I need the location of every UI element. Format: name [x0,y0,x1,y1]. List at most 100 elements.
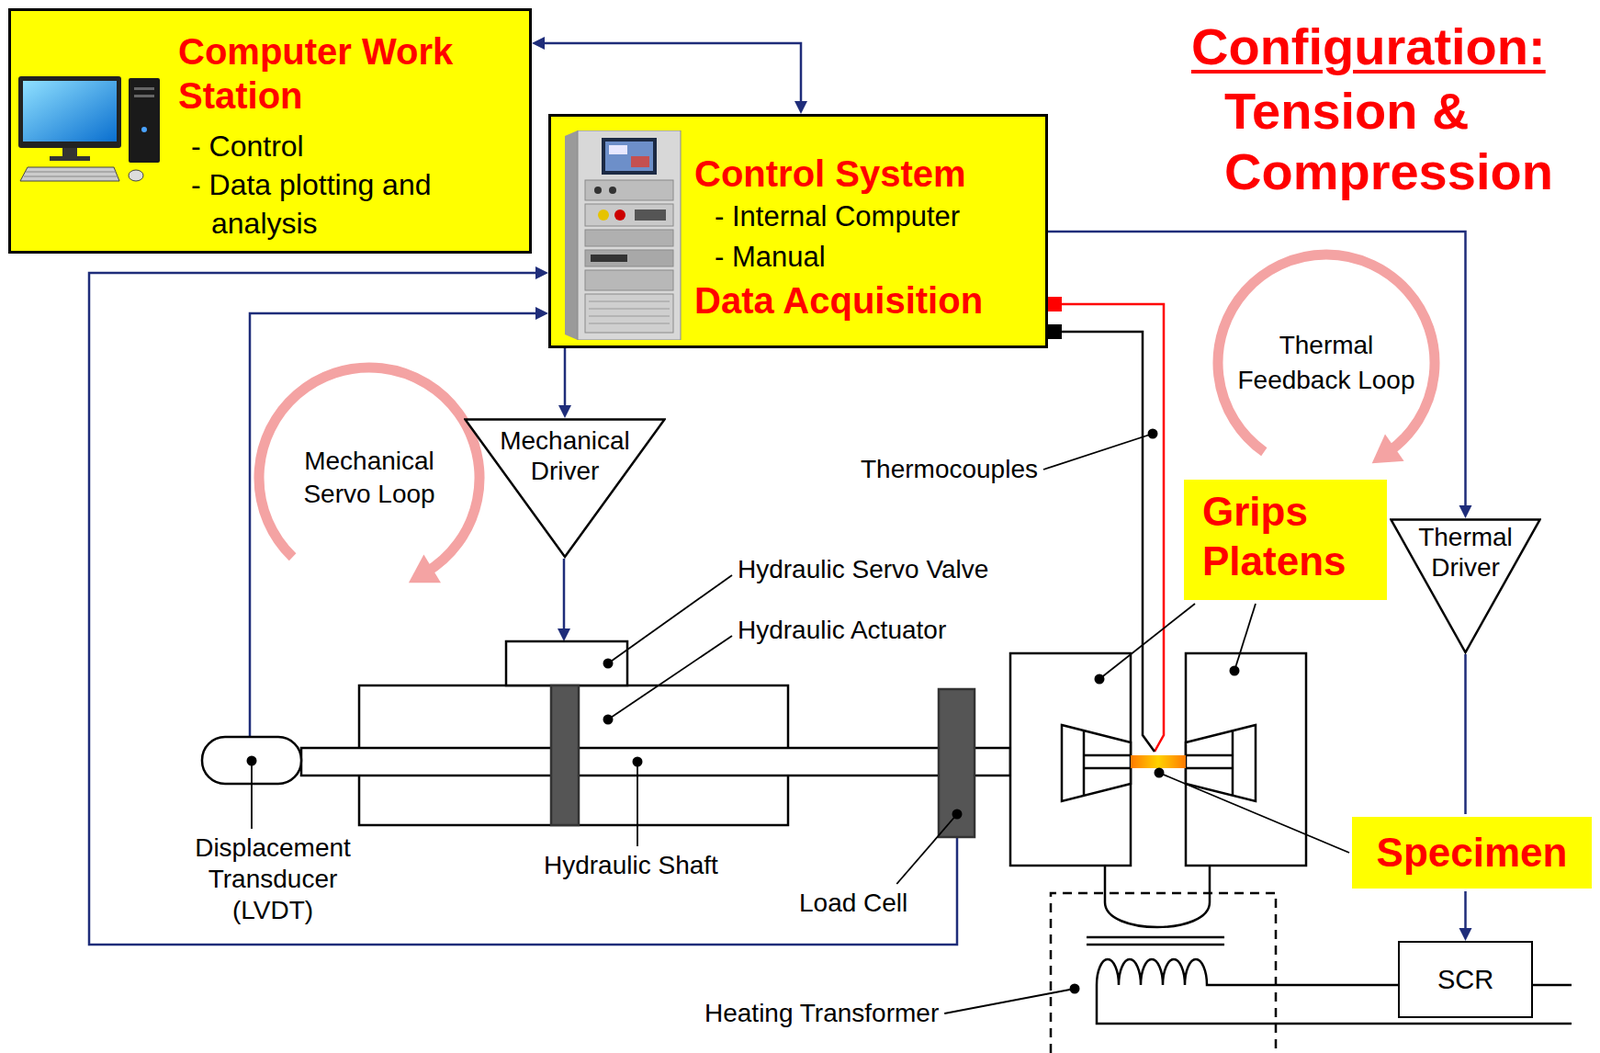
drawing-part [630,156,650,168]
node-text: Specimen [1376,827,1568,878]
drawing-part [141,126,147,133]
drawing-part [614,209,626,221]
leader-dot [247,755,258,767]
node-text: - Internal Computer [694,196,1038,237]
drawing-part [634,209,666,221]
load-cell-wire [89,272,958,945]
grip-right [1185,653,1307,866]
thermocouple-wire [1061,304,1164,752]
callout-box: Specimen [1352,816,1592,889]
hydraulic-system [202,641,1011,837]
drawing-part [134,87,155,91]
connector [1459,653,1473,941]
leader-line [1043,433,1153,470]
transformer-core [1086,936,1225,945]
leader-line [636,761,639,846]
drawing-part [128,78,160,163]
arrowhead [557,628,571,642]
loop-label: Thermal Feedback Loop [1227,327,1426,398]
node-text: SCR [1437,963,1494,995]
drawing-part [564,130,578,340]
part-label: Hydraulic Servo Valve [737,553,989,586]
part-label: Heating Transformer [704,997,939,1029]
wedge [1061,724,1131,801]
leader-line [1099,603,1195,679]
drawing-part [23,171,118,177]
drawing-part [608,186,617,194]
connector-plug [1047,296,1062,312]
grip-leads [1104,865,1210,927]
node-text: Grips Platens [1202,486,1376,586]
hydraulic-shaft [301,747,1011,776]
specimen-bar [1130,754,1186,768]
thermocouple-wire [1061,331,1155,752]
drawing-part [601,137,657,175]
connector-line [1047,231,1466,508]
leader-dot [1154,767,1165,778]
node-text: - Data plotting and analysis [178,165,522,243]
transformer-coil [1096,958,1398,985]
control-cabinet-icon [561,130,684,340]
node-text: Thermal Driver [1410,521,1522,583]
drawing-part [22,80,117,142]
leader-dot [952,809,963,820]
grips [1010,653,1307,866]
part-label: Load Cell [799,887,908,919]
drawing-part [605,141,654,171]
leader-dot [603,658,614,669]
loop-arrowhead [1372,433,1405,463]
connector-line [542,43,801,103]
node-text: Control System [694,150,1038,197]
thermal-loop-arc [1217,254,1435,452]
loop-arrowhead [408,553,441,583]
arrowhead [1459,505,1473,519]
drawing-part [608,145,628,155]
computer-icon [18,74,163,187]
valve-wire [563,558,566,631]
drawing-part [577,130,681,340]
node-text: Mechanical Driver [491,425,639,486]
driver-triangle: Mechanical Driver [463,417,666,559]
control-system-box: Control System- Internal Computer- Manua… [548,113,1048,349]
scr-box: SCR [1397,940,1533,1018]
drawing-part [585,180,674,201]
node-text: - Control [178,126,522,166]
arrowhead [1459,927,1473,941]
drawing-part [62,147,78,157]
leader-dot [1094,674,1105,685]
power-line [1532,983,1572,987]
drawing-part [49,156,91,161]
drawing-part [594,186,602,194]
arrowhead [535,266,549,280]
drawing-part [18,76,122,148]
thermocouple-wires [1047,296,1164,752]
node-text: - Manual [694,236,1038,278]
arrowhead [531,36,545,50]
workstation-box: Computer Work Station- Control- Data plo… [8,8,532,254]
drawing-part [20,167,120,181]
drawing-part [585,249,674,267]
drawing-part [597,209,609,221]
connector-line [563,348,567,407]
part-label: Thermocouples [860,453,1038,485]
callout-box: Grips Platens [1183,479,1387,600]
leader-dot [632,756,643,767]
leader-line [1159,772,1350,853]
load-cell [938,688,975,837]
leader-line [896,813,958,884]
leader-line [944,988,1075,1014]
leader-line [608,574,733,664]
drawing-part [128,169,144,181]
wedge [1185,724,1256,801]
connector-plug [1047,324,1062,339]
driver-triangle: Thermal Driver [1389,518,1542,654]
triangle-shape [465,419,665,558]
arrowhead [535,306,549,320]
lvdt-wire [249,313,537,737]
config-label: Tension & Compression [1224,80,1600,203]
loop-label: Mechanical Servo Loop [286,444,452,511]
diagram-title: Configuration: [1191,16,1546,78]
drawing-part [585,203,674,226]
part-label: Displacement Transducer (LVDT) [180,832,365,926]
